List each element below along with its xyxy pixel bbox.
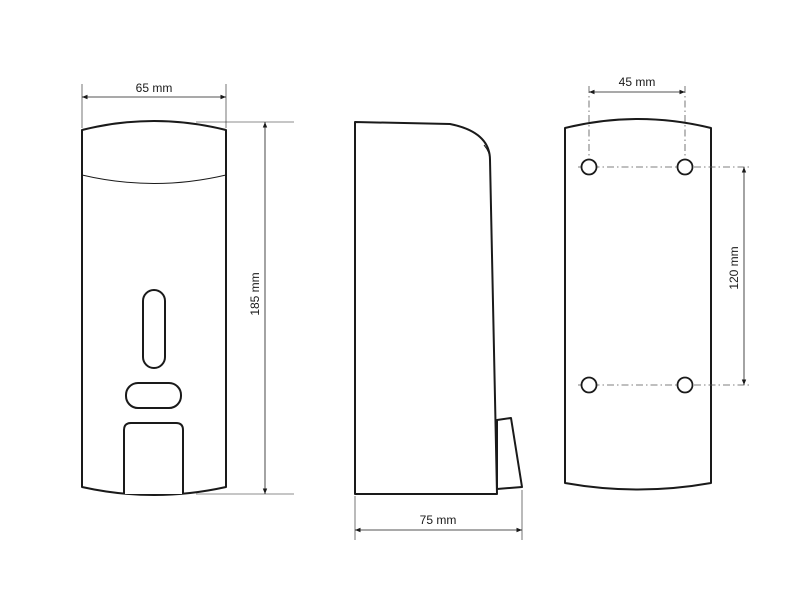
front-nozzle (123, 422, 184, 494)
push-button (125, 382, 182, 409)
back-body-outline (564, 118, 712, 491)
side-body-outline (354, 121, 498, 495)
side-depth-label: 75 mm (420, 513, 457, 527)
mounting-hole-bottom-left (580, 376, 598, 394)
side-nozzle (496, 417, 523, 490)
front-width-label: 65 mm (136, 81, 173, 95)
side-lip (483, 144, 491, 161)
back-vertical-label: 120 mm (727, 246, 741, 289)
mounting-hole-top-left (580, 158, 598, 176)
front-view: 65 mm 185 mm (81, 81, 294, 496)
mounting-hole-bottom-right (676, 376, 694, 394)
front-height-label: 185 mm (248, 272, 262, 315)
side-view: 75 mm (354, 121, 523, 540)
mounting-hole-top-right (676, 158, 694, 176)
back-view: 45 mm 120 mm (564, 75, 752, 491)
front-cap-line (81, 174, 227, 184)
level-window (142, 289, 166, 369)
back-horizontal-label: 45 mm (619, 75, 656, 89)
